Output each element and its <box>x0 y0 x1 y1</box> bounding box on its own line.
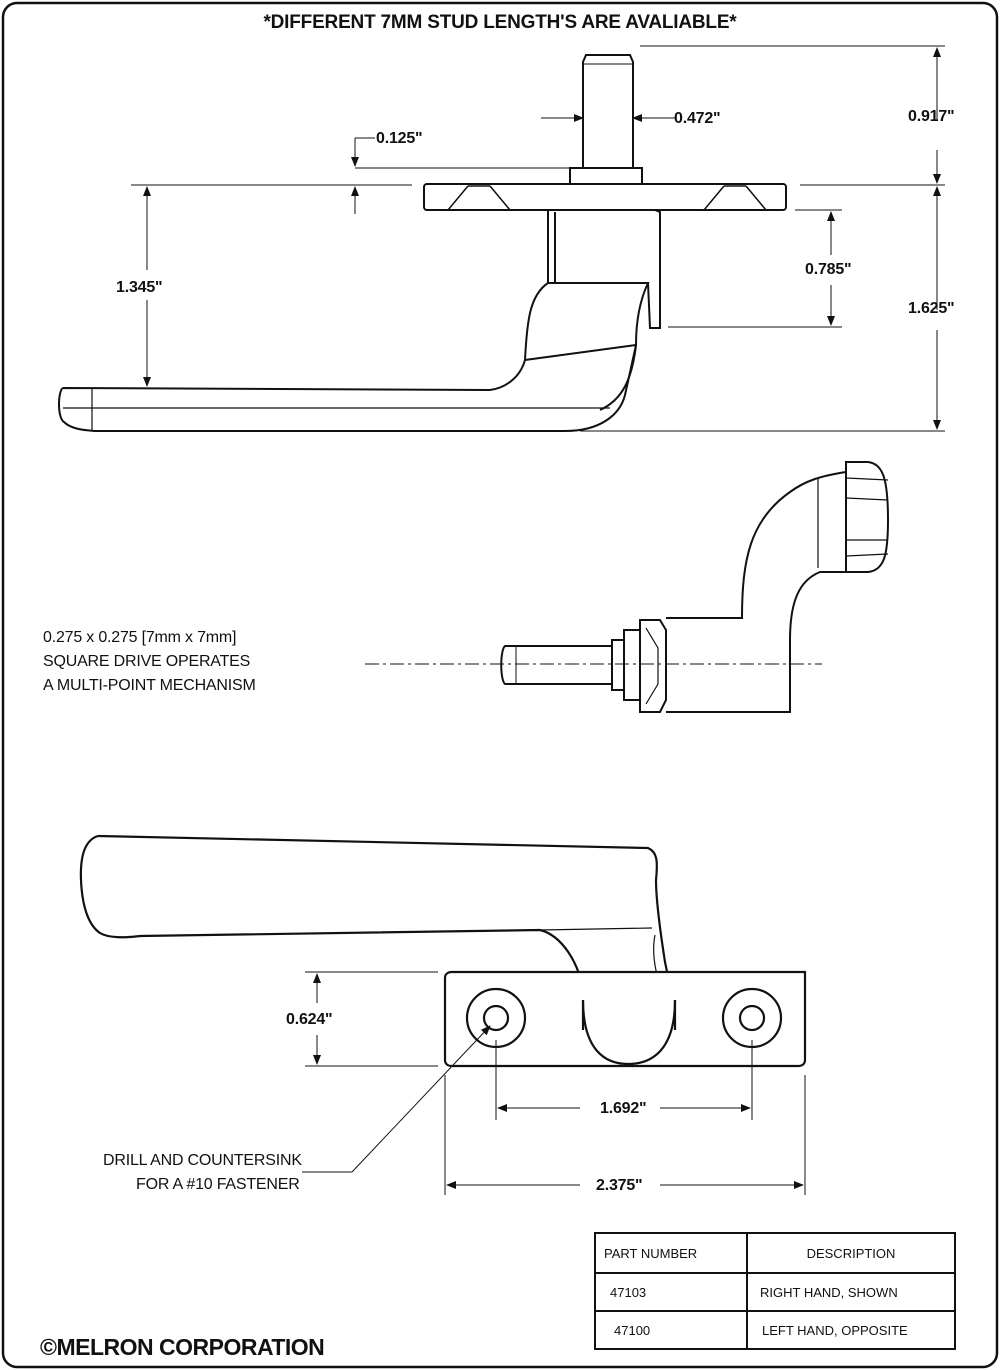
description-cell: RIGHT HAND, SHOWN <box>746 1272 956 1312</box>
dim-stud-width: 0.472" <box>674 110 721 127</box>
dim-neck-height: 0.785" <box>805 261 852 278</box>
handle-arm <box>58 344 637 432</box>
stud-collar <box>569 167 643 185</box>
dim-overall-height: 1.625" <box>908 300 955 317</box>
end-body <box>666 471 847 713</box>
dim-plate-width: 0.624" <box>286 1011 333 1028</box>
side-view <box>58 54 787 432</box>
dim-plate-length: 2.375" <box>596 1177 643 1194</box>
part-number-cell: 47103 <box>594 1272 748 1312</box>
table-header-row: PART NUMBER DESCRIPTION <box>594 1232 956 1274</box>
drive-note-line2: SQUARE DRIVE OPERATES <box>43 653 251 670</box>
parts-table: PART NUMBER DESCRIPTION 47103 RIGHT HAND… <box>594 1232 956 1350</box>
dim-stud-length: 0.917" <box>908 108 955 125</box>
end-knob <box>845 461 890 573</box>
stud <box>582 54 634 169</box>
header-description: DESCRIPTION <box>746 1232 956 1274</box>
top-dimensions <box>302 971 806 1195</box>
drive-note-line3: A MULTI-POINT MECHANISM <box>43 677 256 694</box>
drill-note-line2: FOR A #10 FASTENER <box>136 1176 300 1193</box>
side-dimensions <box>131 45 945 432</box>
header-part-number: PART NUMBER <box>594 1232 748 1274</box>
description-cell: LEFT HAND, OPPOSITE <box>746 1310 956 1350</box>
top-hub <box>581 999 677 1066</box>
base-plate <box>423 183 787 211</box>
dim-arm-drop: 1.345" <box>116 279 163 296</box>
drawing-title: *DIFFERENT 7MM STUD LENGTH'S ARE AVALIAB… <box>263 12 737 33</box>
copyright-text: ©MELRON CORPORATION <box>40 1334 325 1360</box>
top-view <box>79 834 807 1068</box>
table-row: 47100 LEFT HAND, OPPOSITE <box>594 1310 956 1350</box>
end-view <box>500 461 890 713</box>
table-row: 47103 RIGHT HAND, SHOWN <box>594 1272 956 1312</box>
handle-body <box>489 209 661 391</box>
part-number-cell: 47100 <box>594 1310 748 1350</box>
dim-collar-height: 0.125" <box>376 130 423 147</box>
drill-note-line1: DRILL AND COUNTERSINK <box>103 1152 302 1169</box>
drive-note-line1: 0.275 x 0.275 [7mm x 7mm] <box>43 629 237 646</box>
dim-hole-spacing: 1.692" <box>600 1100 647 1117</box>
drive-shaft <box>500 645 613 685</box>
